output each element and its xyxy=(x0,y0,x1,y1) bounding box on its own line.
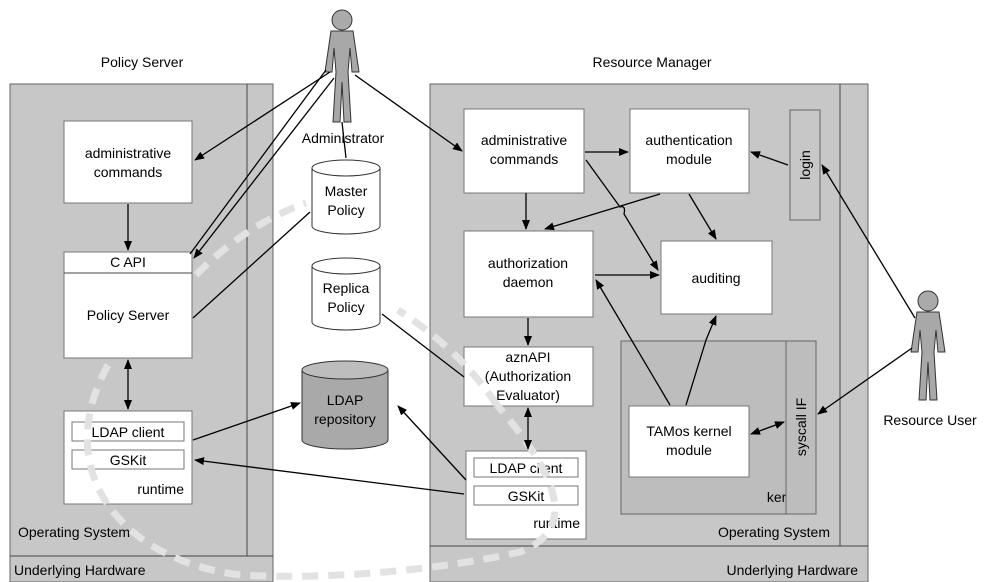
replica-policy-line2: Policy xyxy=(327,299,364,315)
tamos-kernel-line1: TAMos kernel xyxy=(646,423,731,439)
left-runtime-box: LDAP client GSKit runtime xyxy=(63,410,193,505)
left-admin-commands-box: administrative commands xyxy=(63,120,193,204)
underlying-hardware-right-label: Underlying Hardware xyxy=(726,562,858,578)
master-policy-line2: Policy xyxy=(327,202,364,218)
syscall-if-label: syscall IF xyxy=(793,398,809,456)
login-label: login xyxy=(797,150,813,180)
administrator-figure xyxy=(324,9,360,123)
policy-server-box: C API Policy Server xyxy=(63,251,193,359)
replication-flow-to-replica xyxy=(396,307,500,407)
left-ldap-client-label: LDAP client xyxy=(92,424,165,440)
right-admin-commands-line2: commands xyxy=(490,151,558,167)
aznapi-line1: aznAPI xyxy=(505,349,550,365)
authorization-daemon-box: authorization daemon xyxy=(463,230,594,318)
aznapi-line2: (Authorization xyxy=(485,368,571,384)
left-admin-commands-line2: commands xyxy=(94,164,162,180)
syscall-if-box: syscall IF xyxy=(785,340,817,515)
right-admin-commands-line1: administrative xyxy=(481,132,568,148)
tamos-kernel-line2: module xyxy=(666,442,712,458)
ldap-repository-line2: repository xyxy=(314,411,375,427)
replication-flow-upper xyxy=(193,199,308,278)
auditing-label: auditing xyxy=(691,270,740,286)
ldap-repository-line1: LDAP xyxy=(327,392,364,408)
authorization-daemon-line2: daemon xyxy=(503,274,554,290)
underlying-hardware-left-label: Underlying Hardware xyxy=(14,562,146,578)
auditing-box: auditing xyxy=(660,240,773,315)
replication-flow-lower xyxy=(83,363,559,580)
authentication-module-box: authentication module xyxy=(629,108,750,194)
aznapi-line3: Evaluator) xyxy=(496,387,560,403)
replica-policy-cylinder: Replica Policy xyxy=(311,257,381,331)
login-box: login xyxy=(789,109,821,221)
c-api-label: C API xyxy=(110,254,146,270)
resource-user-figure xyxy=(910,290,946,401)
master-policy-line1: Master xyxy=(325,183,368,199)
operating-system-left-label: Operating System xyxy=(18,524,130,540)
authorization-daemon-line1: authorization xyxy=(488,255,568,271)
aznapi-box: aznAPI (Authorization Evaluator) xyxy=(463,346,594,407)
right-runtime-label: runtime xyxy=(533,515,580,531)
ldap-repository-cylinder: LDAP repository xyxy=(301,360,389,450)
right-admin-commands-box: administrative commands xyxy=(463,108,585,194)
left-gskit-label: GSKit xyxy=(110,452,147,468)
policy-server-label: Policy Server xyxy=(87,307,170,323)
right-runtime-box: LDAP client GSKit runtime xyxy=(465,450,587,540)
tamos-kernel-module-box: TAMos kernel module xyxy=(628,405,750,478)
right-gskit-label: GSKit xyxy=(508,488,545,504)
left-runtime-label: runtime xyxy=(137,481,184,497)
replica-policy-line1: Replica xyxy=(323,280,370,296)
master-policy-cylinder: Master Policy xyxy=(311,159,381,235)
operating-system-right-label: Operating System xyxy=(718,524,830,540)
right-ldap-client-label: LDAP client xyxy=(490,460,563,476)
resource-manager-title: Resource Manager xyxy=(592,54,711,70)
policy-server-title: Policy Server xyxy=(101,54,184,70)
connectors xyxy=(124,69,916,495)
authentication-module-line2: module xyxy=(666,151,712,167)
left-admin-commands-line1: administrative xyxy=(85,145,172,161)
resource-user-label: Resource User xyxy=(883,412,977,428)
authentication-module-line1: authentication xyxy=(645,132,732,148)
